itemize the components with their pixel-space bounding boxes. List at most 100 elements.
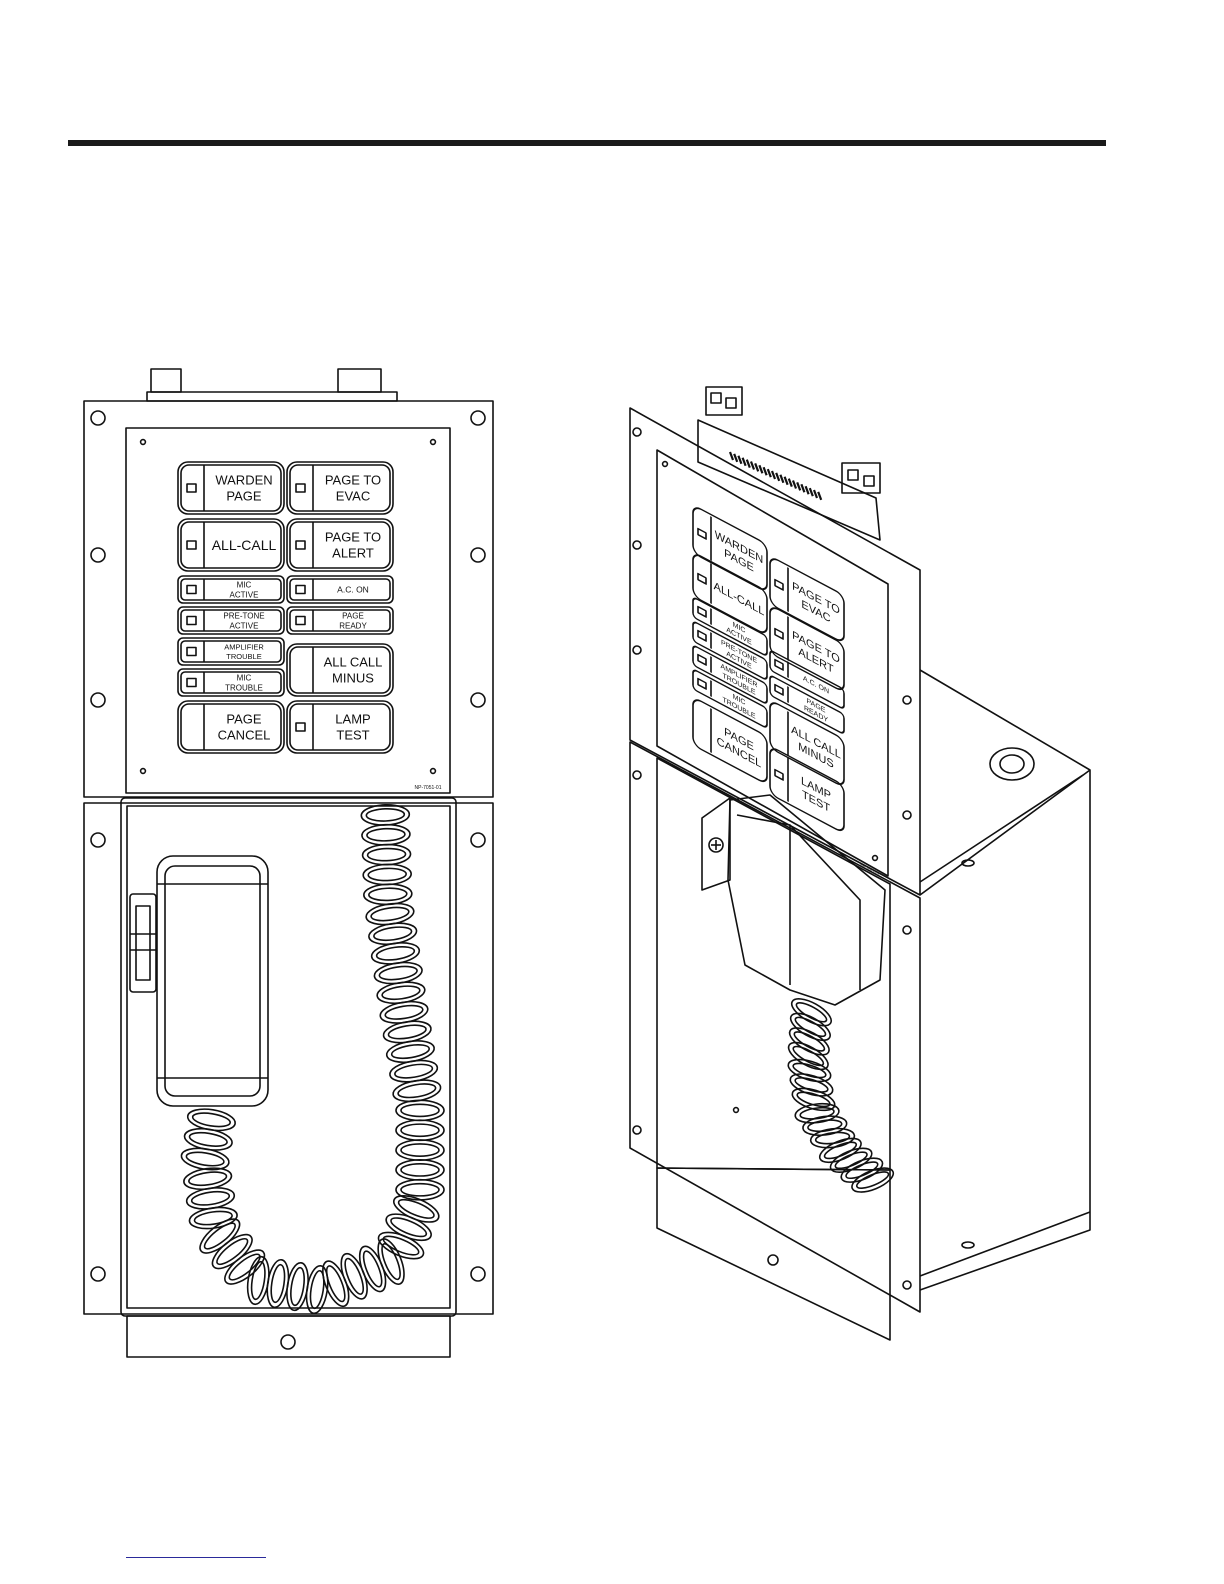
led-indicator	[295, 483, 306, 493]
button-label: WARDENPAGE	[715, 528, 763, 579]
iso-button-warden-page[interactable]: WARDENPAGE	[692, 505, 768, 592]
iso-button-page-to-evac[interactable]: PAGE TOEVAC	[769, 556, 845, 643]
bottom-tray	[656, 1167, 891, 1341]
led-indicator	[697, 653, 707, 666]
mount-hole	[90, 692, 106, 708]
led-indicator	[295, 722, 306, 732]
led-indicator	[186, 646, 197, 657]
mic-hanger-clip	[135, 905, 151, 981]
led-indicator	[186, 615, 197, 626]
control-panel-face	[125, 427, 451, 794]
led-indicator	[186, 677, 197, 688]
button-label: ALL-CALL	[212, 537, 277, 553]
top-connector-right	[337, 368, 382, 393]
microphone-grip	[164, 865, 261, 1097]
led-indicator	[295, 584, 306, 595]
button-all-call[interactable]: ALL-CALL	[177, 518, 285, 572]
panel-screw	[139, 767, 147, 775]
led-indicator	[774, 627, 784, 640]
button-ac-on[interactable]: A.C. ON	[286, 575, 394, 604]
button-label: AMPLIFIERTROUBLE	[721, 661, 758, 698]
terminal-block	[705, 386, 743, 416]
led-indicator	[774, 683, 784, 696]
footer-link-underline	[126, 1557, 266, 1558]
mount-hole	[90, 410, 106, 426]
enclosure-inner	[126, 805, 451, 1309]
led-indicator	[186, 584, 197, 595]
panel-screw	[429, 438, 437, 446]
led-indicator	[186, 540, 197, 550]
coiled-cord	[787, 998, 895, 1193]
led-indicator	[186, 483, 197, 493]
part-number: NP-7051-01	[415, 785, 442, 791]
upper-flange	[83, 400, 494, 798]
mount-hole	[470, 547, 486, 563]
mic-hanger	[701, 797, 731, 891]
microphone-handset	[727, 794, 886, 1006]
top-connector-left	[150, 368, 182, 393]
button-label: ALL CALLMINUS	[791, 723, 841, 775]
lower-flange	[83, 802, 494, 1315]
button-label: LAMPTEST	[801, 774, 831, 815]
button-label: A.C. ON	[337, 584, 369, 594]
iso-button-grid: WARDENPAGEALL-CALLMICACTIVEPRE-TONEACTIV…	[692, 505, 881, 877]
led-indicator	[697, 629, 707, 642]
knockout-hole	[989, 747, 1035, 781]
terminal-block	[841, 462, 881, 494]
microphone-handset	[156, 855, 269, 1107]
led-indicator	[295, 615, 306, 626]
mount-hole	[470, 1266, 486, 1282]
mount-hole	[90, 832, 106, 848]
mount-hole	[470, 692, 486, 708]
button-label: PAGE TOALERT	[792, 629, 840, 680]
led-indicator	[697, 605, 707, 618]
enclosure-side	[919, 669, 1091, 1291]
led-indicator	[774, 768, 784, 781]
header-rule	[68, 140, 1106, 146]
button-label: PAGECANCEL	[717, 721, 762, 770]
mic-hanger	[129, 893, 157, 993]
panel-screw	[139, 438, 147, 446]
mount-hole	[470, 410, 486, 426]
panel-screw	[429, 767, 437, 775]
vent-slots	[728, 451, 823, 501]
led-indicator	[697, 527, 707, 540]
mount-hole	[90, 1266, 106, 1282]
bottom-tray	[126, 1315, 451, 1358]
isometric-view: WARDENPAGEALL-CALLMICACTIVEPRE-TONEACTIV…	[629, 386, 1091, 1341]
led-indicator	[295, 540, 306, 550]
mount-hole	[280, 1334, 296, 1350]
iso-panel-face	[656, 449, 889, 877]
button-label: PAGE TOEVAC	[792, 580, 840, 631]
iso-button-amplifier-trouble[interactable]: AMPLIFIERTROUBLE	[692, 645, 768, 704]
led-indicator	[774, 578, 784, 591]
iso-button-page-cancel[interactable]: PAGECANCEL	[692, 697, 768, 784]
led-indicator	[697, 677, 707, 690]
led-indicator	[697, 572, 707, 585]
mount-hole	[470, 832, 486, 848]
